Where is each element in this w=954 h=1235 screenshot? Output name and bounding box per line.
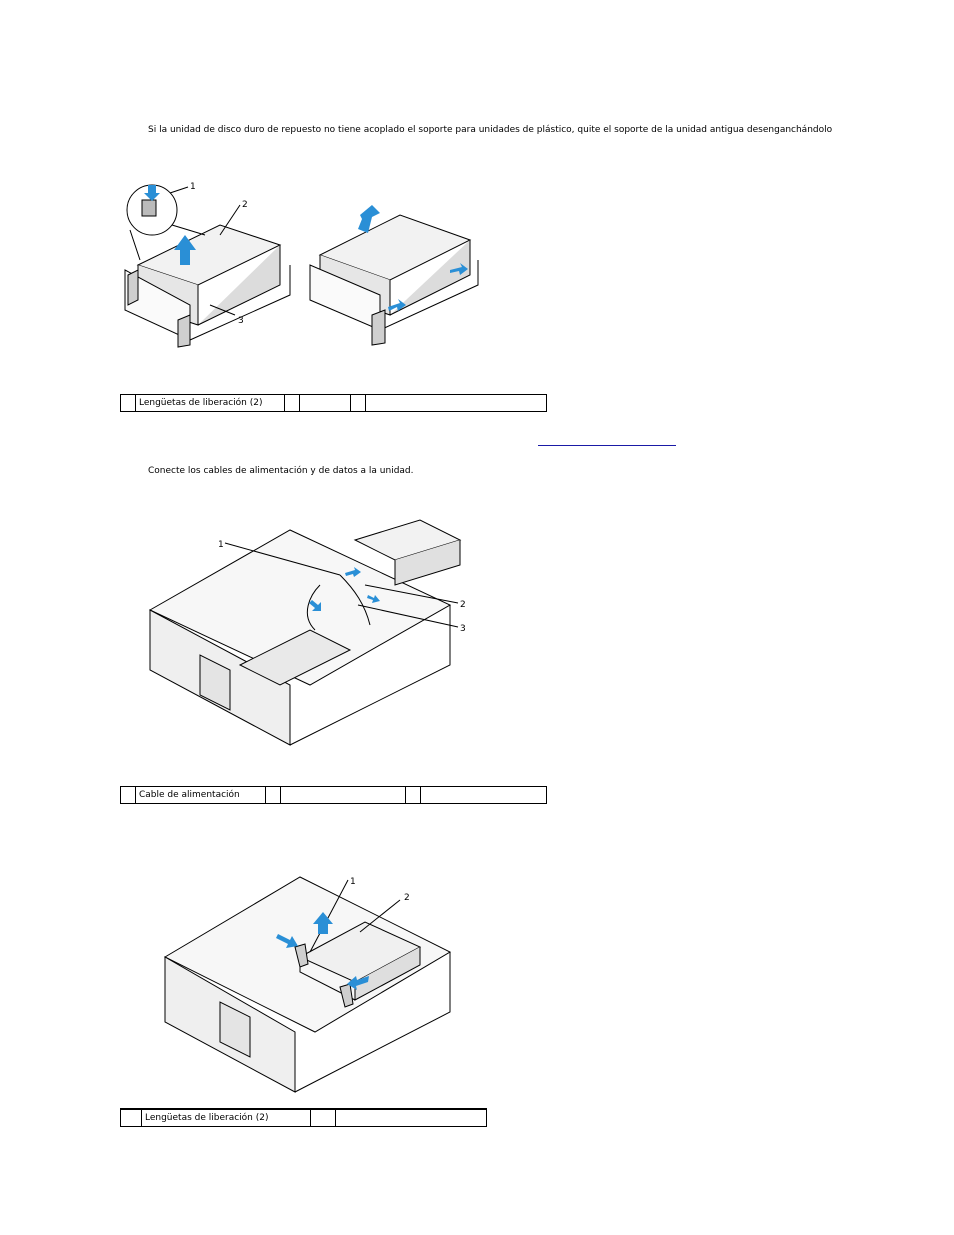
- callout-2: 2: [460, 600, 466, 610]
- callout-3: 3: [238, 316, 244, 326]
- legend-label-cell: Lengüetas de liberación (2): [135, 394, 285, 412]
- legend-label-cell: Lengüetas de liberación (2): [141, 1108, 311, 1127]
- callout-2: 2: [404, 893, 410, 903]
- legend-label-cell: [299, 394, 351, 412]
- table-row: Lengüetas de liberación (2): [120, 394, 547, 412]
- legend-label-cell: Cable de alimentación: [135, 786, 266, 804]
- legend-num-cell: [120, 1108, 142, 1127]
- legend-label-cell: [365, 394, 547, 412]
- legend-label-cell: [280, 786, 406, 804]
- figure-connect-cables: 1 2 3: [148, 519, 466, 746]
- legend-num-cell: [265, 786, 281, 804]
- legend-label-cell: [420, 786, 547, 804]
- callout-3: 3: [460, 624, 466, 634]
- callout-1: 1: [218, 540, 224, 550]
- legend-table-3: Lengüetas de liberación (2): [120, 1108, 487, 1127]
- table-row: Cable de alimentación: [120, 786, 547, 804]
- legend-num-cell: [350, 394, 366, 412]
- figure-drive-bracket: 1 2 3: [124, 182, 479, 348]
- legend-num-cell: [120, 394, 136, 412]
- callout-1: 1: [350, 877, 356, 887]
- callout-1: 1: [190, 182, 196, 192]
- step-text-connect-cables: Conecte los cables de alimentación y de …: [148, 466, 414, 476]
- legend-label-cell: [335, 1108, 487, 1127]
- legend-num-cell: [120, 786, 136, 804]
- table-row: Lengüetas de liberación (2): [120, 1108, 487, 1127]
- cross-reference-link[interactable]: [538, 445, 676, 446]
- legend-table-1: Lengüetas de liberación (2): [120, 394, 547, 412]
- legend-num-cell: [284, 394, 300, 412]
- figure-release-tabs: 1 2: [163, 876, 452, 1093]
- callout-2: 2: [242, 200, 248, 210]
- legend-num-cell: [405, 786, 421, 804]
- legend-num-cell: [310, 1108, 336, 1127]
- step-text-remove-bracket: Si la unidad de disco duro de repuesto n…: [148, 125, 833, 135]
- legend-table-2: Cable de alimentación: [120, 786, 547, 804]
